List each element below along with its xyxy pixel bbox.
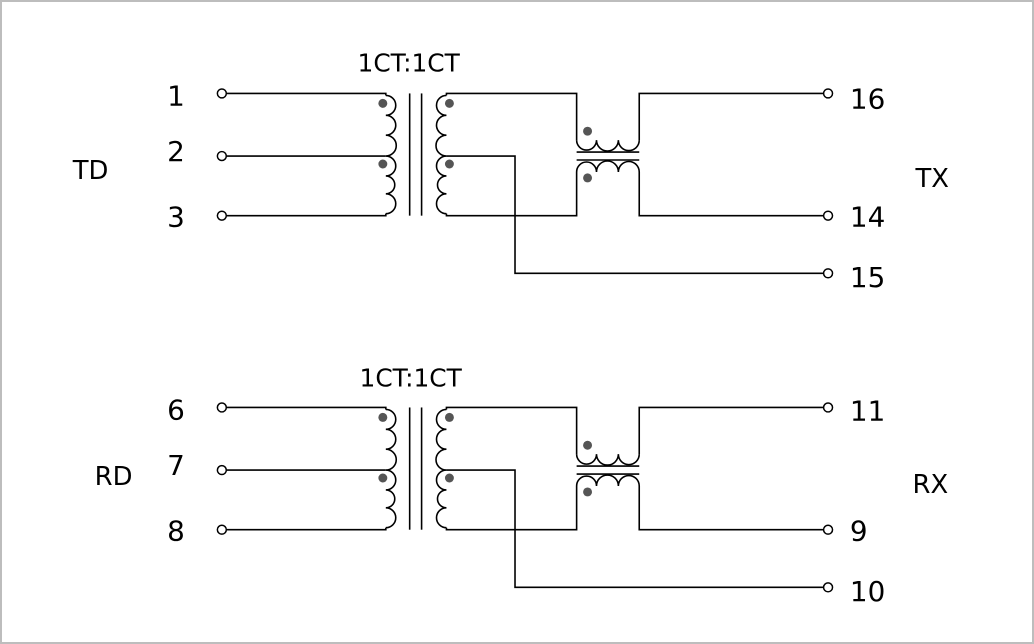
terminal-pin-16 — [822, 88, 834, 99]
terminal-pin-6 — [216, 402, 228, 413]
choke-upper-winding — [575, 454, 641, 466]
choke-upper-winding — [575, 140, 641, 152]
polarity-dot — [583, 126, 593, 136]
terminal-pin-11 — [822, 402, 834, 413]
terminal-pin-2 — [216, 150, 228, 162]
pin-14-label: 14 — [850, 201, 885, 234]
rd-label: RD — [95, 462, 133, 492]
td-label: TD — [72, 156, 109, 186]
pin-11-label: 11 — [850, 394, 885, 427]
polarity-dot — [378, 98, 388, 108]
pin-6-label: 6 — [167, 393, 185, 426]
secondary-top-wire — [445, 92, 578, 141]
secondary-top-wire — [445, 406, 578, 455]
secondary-bottom-wire — [445, 485, 578, 531]
pin-15-label: 15 — [850, 261, 885, 294]
pin-16-label: 16 — [850, 82, 885, 115]
polarity-dot — [378, 473, 388, 483]
polarity-dot — [444, 412, 454, 422]
pin-3-label: 3 — [167, 201, 185, 234]
choke-to-pin-11-wire — [638, 406, 824, 455]
choke-to-pin-14-wire — [638, 171, 824, 217]
secondary-center-tap-wire — [446, 469, 824, 589]
secondary-center-tap-wire — [446, 155, 824, 275]
polarity-dot — [444, 98, 454, 108]
tx-label: TX — [915, 164, 949, 194]
pin-10-label: 10 — [850, 575, 885, 608]
primary-bottom-wire — [226, 213, 387, 217]
pin-1-label: 1 — [167, 79, 185, 112]
rx-label: RX — [913, 470, 949, 500]
polarity-dot — [444, 473, 454, 483]
polarity-dot — [378, 412, 388, 422]
primary-winding — [385, 94, 397, 215]
pin-7-label: 7 — [167, 449, 185, 482]
terminal-pin-7 — [216, 464, 228, 476]
terminal-pin-8 — [216, 524, 228, 535]
terminal-pin-10 — [822, 582, 834, 593]
primary-top-wire — [226, 406, 387, 410]
choke-to-pin-16-wire — [638, 92, 824, 141]
polarity-dot — [583, 487, 593, 497]
primary-winding — [385, 408, 397, 529]
pin-9-label: 9 — [850, 515, 868, 548]
secondary-bottom-wire — [445, 171, 578, 217]
turns-ratio-label: 1CT:1CT — [358, 49, 461, 78]
primary-top-wire — [226, 92, 387, 96]
pin-8-label: 8 — [167, 515, 185, 548]
terminal-pin-1 — [216, 88, 228, 99]
choke-lower-winding — [575, 474, 641, 487]
secondary-winding — [435, 408, 447, 529]
terminal-pin-9 — [822, 524, 834, 535]
rx-block: 1CT:1CT 6 7 8 RD RX 11 9 10 — [95, 364, 949, 609]
tx-block: 1CT:1CT 1 2 3 TD TX 16 14 15 — [72, 49, 949, 295]
choke-to-pin-9-wire — [638, 485, 824, 531]
terminal-pin-14 — [822, 210, 834, 221]
polarity-dot — [444, 159, 454, 169]
primary-bottom-wire — [226, 527, 387, 531]
pin-2-label: 2 — [167, 135, 185, 168]
choke-lower-winding — [575, 160, 641, 173]
polarity-dot — [378, 159, 388, 169]
terminal-pin-3 — [216, 210, 228, 221]
terminal-pin-15 — [822, 268, 834, 279]
turns-ratio-label: 1CT:1CT — [360, 364, 463, 393]
polarity-dot — [583, 440, 593, 450]
polarity-dot — [583, 173, 593, 183]
secondary-winding — [435, 94, 447, 215]
